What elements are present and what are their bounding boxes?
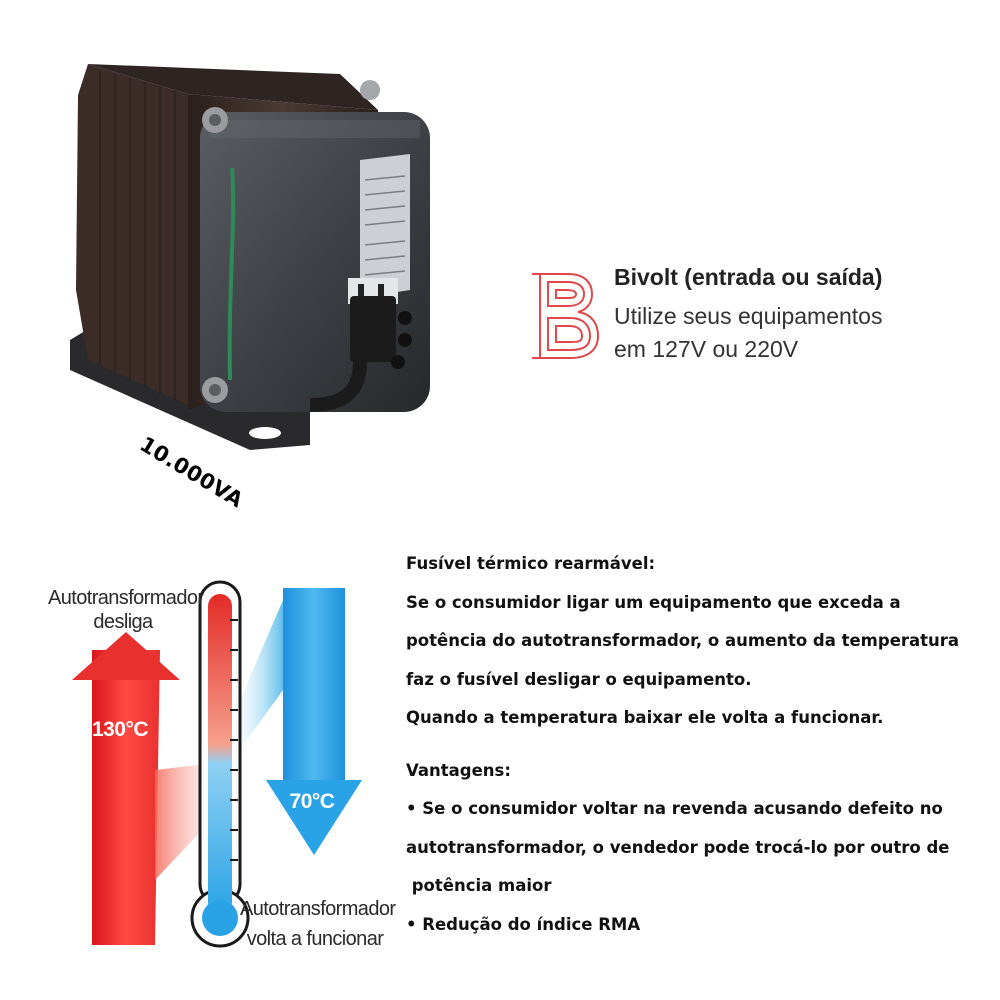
advantages-text-line: potência maior — [406, 876, 552, 895]
shutdown-label-line: Autotransformador — [48, 587, 204, 609]
thermal-fuse-graphic: Autotransformador desliga 130°C 70°C Aut… — [40, 570, 400, 965]
restart-label-line: Autotransformador — [240, 898, 396, 920]
thermometer-illustration — [72, 580, 362, 948]
advantages-text-line: • Se o consumidor voltar na revenda acus… — [406, 799, 943, 818]
advantages-text-line: • Redução do índice RMA — [406, 914, 641, 934]
bivolt-description-line: Utilize seus equipamentos — [614, 303, 883, 329]
restart-label-line: volta a funcionar — [246, 928, 384, 950]
advantages-heading: Vantagens: — [406, 760, 511, 780]
hot-temperature-label: 130°C — [91, 718, 149, 741]
cold-temperature-label: 70°C — [289, 790, 335, 813]
fuse-text-line: Se o consumidor ligar um equipamento que… — [406, 592, 901, 612]
fuse-text-line: faz o fusível desligar o equipamento. — [406, 669, 752, 689]
spacer — [406, 741, 996, 755]
fuse-heading: Fusível térmico rearmável: — [406, 554, 656, 573]
autotransformer-image — [70, 64, 430, 450]
bivolt-feature: Bivolt (entrada ou saída) Utilize seus e… — [528, 264, 948, 374]
restart-label: Autotransformador volta a funcionar — [240, 894, 396, 954]
bivolt-description-line: em 127V ou 220V — [614, 336, 799, 362]
bivolt-title: Bivolt (entrada ou saída) — [614, 264, 883, 290]
advantages-text-line: autotransformador, o vendedor pode trocá… — [406, 837, 950, 857]
bivolt-b-icon — [532, 273, 600, 359]
shutdown-label-line: desliga — [93, 611, 153, 633]
shutdown-label: Autotransformador desliga — [48, 586, 204, 634]
product-photo: 10.000VA — [60, 50, 460, 512]
info-text-block: Fusível térmico rearmável: Se o consumid… — [406, 548, 996, 947]
bivolt-description: Utilize seus equipamentos em 127V ou 220… — [614, 300, 944, 366]
fuse-text-line: potência do autotransformador, o aumento… — [406, 631, 960, 650]
fuse-text-line: Quando a temperatura baixar ele volta a … — [406, 708, 884, 727]
